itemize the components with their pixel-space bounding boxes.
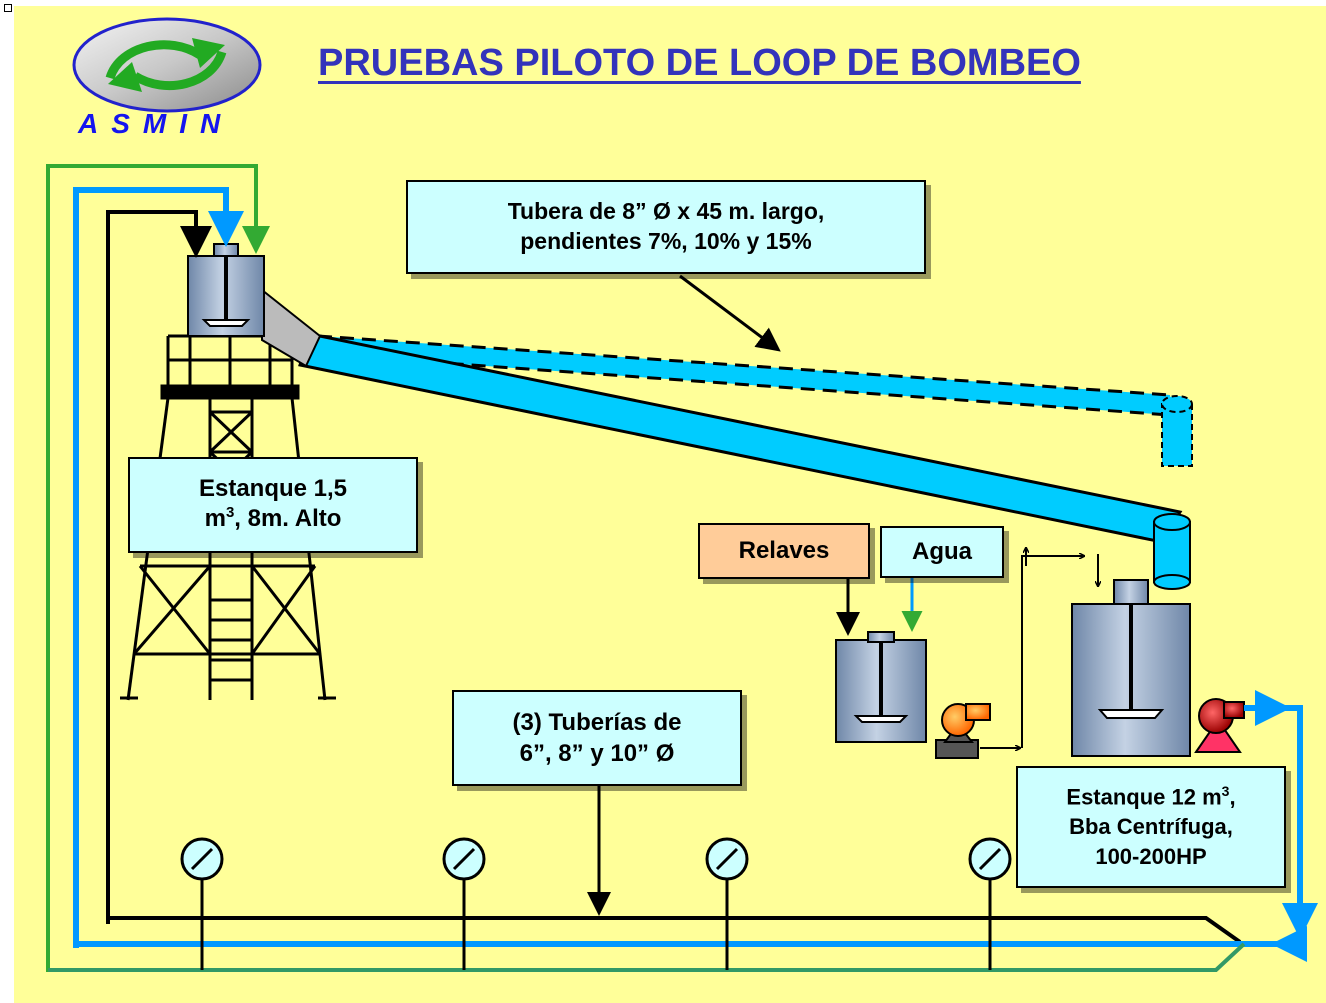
estanque-big-unit-exp: 3 bbox=[1221, 783, 1230, 800]
tubera-pointer bbox=[679, 274, 781, 352]
logo-arrow-upper bbox=[105, 40, 203, 80]
page-title: PRUEBAS PILOTO DE LOOP DE BOMBEO bbox=[318, 42, 1081, 84]
bottom-return-lines bbox=[48, 916, 1300, 972]
estanque-small-height: , 8m. Alto bbox=[234, 505, 342, 533]
logo-text: ASMIN bbox=[78, 108, 234, 139]
pressure-gauge-2 bbox=[442, 837, 486, 970]
agua-label: Agua bbox=[880, 526, 1004, 578]
relaves-label: Relaves bbox=[698, 523, 870, 579]
main-sloped-pipe bbox=[261, 287, 1191, 590]
estanque-small-line2: m3, 8m. Alto bbox=[199, 503, 347, 534]
relaves-label-text: Relaves bbox=[738, 537, 830, 565]
pressure-gauge-4 bbox=[968, 837, 1012, 970]
agua-label-text: Agua bbox=[912, 538, 972, 566]
logo-arrowhead-upper bbox=[192, 38, 225, 68]
selection-handle[interactable] bbox=[4, 4, 12, 12]
logo-arrowhead-lower bbox=[108, 62, 142, 92]
pressure-gauge-3 bbox=[705, 837, 749, 970]
pressure-gauges bbox=[180, 837, 1012, 970]
estanque-big-line2: Bba Centrífuga, bbox=[1069, 814, 1233, 840]
estanque-big-label: Estanque 12 m3, Bba Centrífuga, 100-200H… bbox=[1016, 766, 1286, 888]
small-mix-tank bbox=[835, 631, 927, 743]
big-tank bbox=[1071, 579, 1191, 757]
estanque-big-line3: 100-200HP bbox=[1095, 844, 1207, 869]
feed-lines-top bbox=[46, 164, 270, 972]
asmin-logo bbox=[72, 17, 262, 113]
estanque-big-volume: Estanque 12 m bbox=[1066, 784, 1222, 810]
estanque-small-unit: m bbox=[204, 505, 226, 533]
estanque-small-label: Estanque 1,5 m3, 8m. Alto bbox=[128, 457, 418, 553]
pressure-gauge-1 bbox=[180, 837, 224, 970]
estanque-small-line1: Estanque 1,5 bbox=[198, 475, 348, 503]
tuberias-label: (3) Tuberías de 6”, 8” y 10” Ø bbox=[452, 690, 742, 786]
small-pump bbox=[935, 703, 991, 759]
tubera-label-text: Tubera de 8” Ø x 45 m. largo, pendientes… bbox=[507, 198, 825, 254]
estanque-small-unit-exp: 3 bbox=[225, 504, 235, 522]
logo-oval bbox=[72, 17, 262, 113]
centrifugal-pump bbox=[1194, 698, 1245, 753]
upper-tank bbox=[187, 243, 265, 337]
estanque-big-comma: , bbox=[1229, 784, 1236, 810]
tubera-label: Tubera de 8” Ø x 45 m. largo, pendientes… bbox=[406, 180, 926, 274]
logo-arrow-lower bbox=[132, 50, 227, 91]
tuberias-label-text: (3) Tuberías de 6”, 8” y 10” Ø bbox=[512, 708, 682, 767]
estanque-big-line1: Estanque 12 m3, bbox=[1066, 782, 1235, 812]
transfer-line bbox=[1021, 556, 1084, 748]
